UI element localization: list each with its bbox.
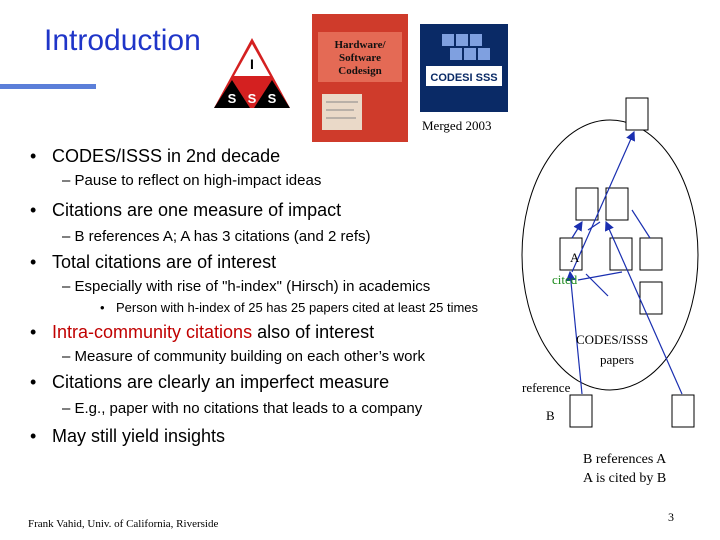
bullet-intra-community: Intra-community citations also of intere… [52, 322, 374, 343]
svg-text:Software: Software [339, 52, 381, 64]
subbullet-b-references-a: – B references A; A has 3 citations (and… [62, 228, 371, 245]
label-cited: cited [552, 272, 578, 287]
logo-letter-s3: S [268, 91, 277, 106]
label-reference: reference [522, 380, 571, 395]
citation-diagram: A cited CODES/ISSS papers reference B [521, 97, 699, 428]
slide-title: Introduction [44, 24, 201, 57]
subsubbullet-h-index-definition: Person with h-index of 25 has 25 papers … [116, 300, 479, 315]
bullet-yield-insights: May still yield insights [52, 426, 226, 446]
bullet-dot: • [30, 372, 37, 392]
paper-box [609, 237, 633, 271]
logo-letter-i: I [250, 56, 254, 72]
bullet-dot: • [30, 252, 37, 272]
subsubbullet-dot: • [100, 300, 105, 315]
logo-letter-s1: S [228, 91, 237, 106]
page-number: 3 [668, 510, 674, 524]
intra-community-rest: also of interest [252, 322, 375, 342]
label-codes-isss: CODES/ISSS [576, 332, 648, 347]
codes-isss-logo-text: CODESI SSS [430, 72, 497, 84]
bullet-citations-measure: Citations are one measure of impact [52, 200, 342, 220]
paper-box [625, 97, 649, 131]
community-ellipse [521, 119, 699, 391]
title-underline [0, 84, 96, 89]
caption-a-cited-by-b: A is cited by B [583, 471, 667, 486]
logo-letter-s2: S [248, 91, 257, 106]
bullet-dot: • [30, 322, 37, 342]
paper-box-b [569, 394, 593, 428]
subbullet-no-citations-company: – E.g., paper with no citations that lea… [62, 400, 423, 417]
bullet-dot: • [30, 426, 37, 446]
label-b: B [546, 408, 555, 423]
subbullet-pause-reflect: – Pause to reflect on high-impact ideas [62, 172, 322, 189]
merged-caption: Merged 2003 [422, 118, 492, 133]
paper-box [671, 394, 695, 428]
bullet-total-citations: Total citations are of interest [52, 252, 277, 272]
codesign-book-cover: Hardware/ Software Codesign [312, 14, 408, 142]
label-a: A [570, 250, 580, 265]
bullet-dot: • [30, 200, 37, 220]
svg-text:Codesign: Codesign [338, 65, 381, 77]
intra-community-highlight: Intra-community citations [52, 322, 253, 342]
footer-author: Frank Vahid, Univ. of California, Rivers… [28, 518, 219, 530]
issss-logo: I S S S [214, 38, 290, 108]
label-papers: papers [600, 352, 634, 367]
paper-box [605, 187, 629, 221]
bullet-imperfect-measure: Citations are clearly an imperfect measu… [52, 372, 390, 392]
paper-box [639, 281, 663, 315]
bullet-codes-isss-decade: CODES/ISSS in 2nd decade [52, 146, 281, 166]
subbullet-h-index: – Especially with rise of "h-index" (Hir… [62, 278, 431, 295]
svg-text:Hardware/: Hardware/ [334, 39, 386, 51]
subbullet-community-building: – Measure of community building on each … [62, 348, 425, 365]
paper-box [639, 237, 663, 271]
bullet-dot: • [30, 146, 37, 166]
caption-b-references-a: B references A [583, 452, 667, 467]
paper-box [575, 187, 599, 221]
codes-isss-logo: CODESI SSS [420, 24, 508, 112]
